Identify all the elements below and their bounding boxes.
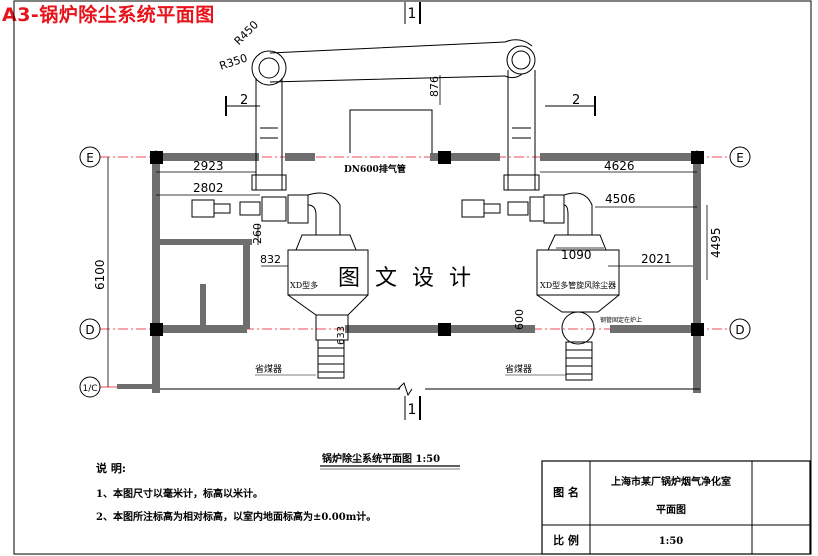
label-exhaust-pipe: DN600排气管 (344, 163, 406, 175)
drawing-caption: 锅炉除尘系统平面图 1:50 (322, 452, 440, 465)
dim-832: 832 (260, 253, 281, 266)
dim-260: 260 (251, 223, 264, 244)
dim-2802: 2802 (193, 181, 224, 195)
label-water-seal-left: 省煤器 (255, 363, 282, 375)
title-block-scale-value: 1:50 (659, 536, 684, 547)
axis-bubble-e-right (729, 146, 751, 168)
section-mark-right: 2 (572, 93, 580, 108)
label-water-seal-right: 省煤器 (505, 363, 532, 375)
label-r450: R450 (232, 18, 261, 47)
notes-heading: 说 明: (96, 461, 126, 475)
dim-600: 600 (513, 309, 526, 330)
title-block-scale-label: 比 例 (553, 533, 579, 547)
label-small-note: 钢管固定在炉上 (600, 316, 642, 324)
axis-bubble-c (79, 376, 101, 398)
drawing-frame (13, 0, 812, 555)
dim-4626: 4626 (604, 159, 635, 173)
watermark: 图 文 设 计 (338, 266, 475, 291)
title-block-name-value-1: 上海市某厂锅炉烟气净化室 (611, 475, 731, 488)
dim-1090: 1090 (561, 248, 592, 262)
dim-4495: 4495 (709, 227, 723, 258)
label-left-collector: XD型多 (290, 280, 318, 290)
roof-opening (349, 109, 433, 153)
right-dust-collector (536, 234, 620, 381)
label-right-collector: XD型多管旋风除尘器 (540, 280, 616, 290)
notes-line-1: 1、本图尺寸以毫米计，标高以米计。 (96, 487, 263, 500)
break-line (397, 382, 413, 397)
section-mark-left: 2 (240, 93, 248, 108)
axis-label-d-left: D (85, 323, 94, 337)
label-r350: R350 (218, 51, 249, 72)
duct-system (191, 39, 593, 236)
title-block-name-value-2: 平面图 (656, 504, 686, 516)
axis-label-d-right: D (735, 323, 744, 337)
title-block-name-label: 图 名 (553, 485, 579, 499)
axis-label-e-right: E (736, 151, 744, 165)
section-mark-bottom: 1 (408, 402, 417, 418)
dim-633: 633 (336, 326, 347, 345)
dim-2021: 2021 (641, 252, 672, 266)
page-title: A3-锅炉除尘系统平面图 (2, 4, 215, 26)
title-block (541, 460, 811, 555)
axis-bubble-e-left (79, 146, 101, 168)
axis-bubble-d-left (79, 318, 101, 340)
section-mark-top: 1 (408, 6, 417, 22)
dim-4506: 4506 (605, 192, 636, 206)
axis-bubble-d-right (729, 318, 751, 340)
label-rise-876: 876 (428, 76, 441, 97)
notes-line-2: 2、本图所注标高为相对标高，以室内地面标高为±0.00m计。 (96, 510, 376, 523)
axis-label-c: 1/C (82, 384, 97, 394)
structural-columns (150, 151, 704, 336)
dim-2923: 2923 (193, 159, 224, 173)
dimension-lines (107, 75, 708, 387)
axis-label-e-left: E (86, 151, 94, 165)
dim-6100: 6100 (93, 259, 107, 290)
left-dust-collector (287, 234, 369, 379)
